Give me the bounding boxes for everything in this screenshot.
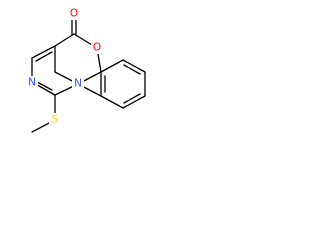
nitrogen-1-label: N	[74, 78, 82, 90]
bond-c10-c10b	[100, 95, 124, 109]
bond-c9-c10	[122, 95, 146, 109]
bond-c7-c8	[122, 59, 146, 73]
nitrogen-3-label: N	[28, 77, 36, 89]
bond-n3-c2-inner	[36, 81, 53, 91]
bond-c4a-c4	[31, 45, 56, 59]
atom-nitrogen-3: N	[26, 76, 38, 89]
bond-c7-c8-inner	[123, 64, 141, 75]
carbonyl-oxygen-label: O	[70, 8, 78, 20]
bond-lines	[31, 19, 146, 133]
ring-oxygen-label: O	[93, 42, 101, 54]
bond-c6a-c7	[100, 59, 124, 73]
bond-c4a-c5	[54, 33, 75, 47]
atom-nitrogen-1: N	[72, 77, 84, 90]
atom-carbonyl-oxygen: O	[68, 7, 80, 20]
sulfur-label: S	[52, 114, 59, 126]
bond-c4-c4a-inner	[35, 51, 53, 62]
atom-sulfur: S	[49, 113, 61, 126]
molecule-structure: O O N N S	[26, 7, 146, 133]
atom-ring-oxygen: O	[91, 41, 103, 54]
atom-labels: O O N N S	[26, 7, 103, 126]
bond-c9-c10-inner	[123, 93, 141, 104]
